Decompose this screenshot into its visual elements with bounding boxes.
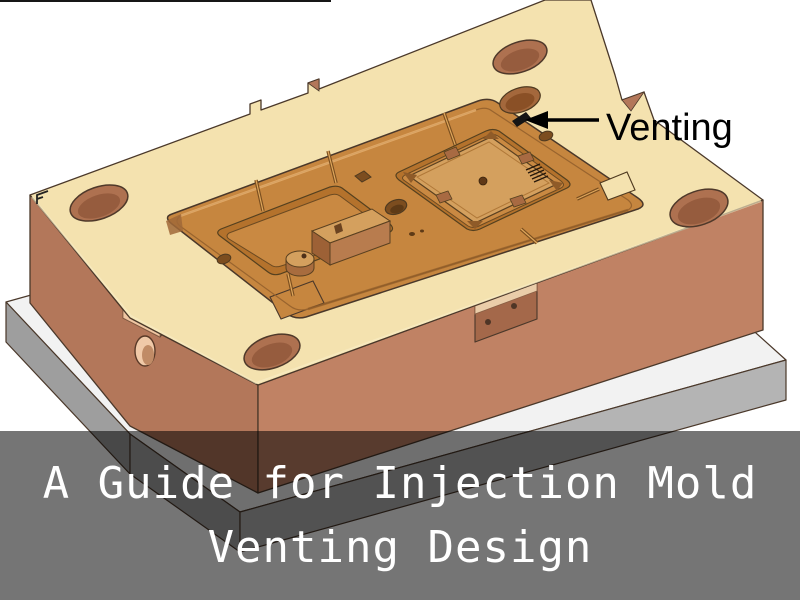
right-cavity-center-hole [478,176,488,186]
pocket-west-wall [166,214,183,235]
boss-top [285,250,315,268]
floor-debris-2 [420,229,424,233]
right-face-notch-hole-1 [485,319,491,325]
right-face-notch-hole-2 [511,303,517,309]
banner-title-line-2: Venting Design [207,521,593,573]
plateau-vent-tabs [435,146,535,208]
bolt-hole-bottom-left-shadow [251,342,293,368]
right-cavity-plateau-line [416,141,550,219]
floor-square-hole [354,170,372,183]
rim-counterbore-shadow [505,92,535,112]
bolt-hole-top-left-shadow [77,193,121,219]
core-block-slot [334,223,343,234]
venting-label: Venting [606,107,733,149]
venting-arrow-head-icon [525,111,548,129]
vent-slot [512,112,531,127]
datum-mark [36,190,49,204]
boss-hole [301,253,307,259]
left-face-hole-shadow [142,345,154,365]
vent-texture [525,163,549,183]
pocket-rim-highlight [179,108,477,218]
pocket-rim-shadow [307,208,629,311]
venting-annotation: Venting [525,107,733,149]
left-cavity-hole [216,253,232,265]
plateau-gussets [403,131,563,229]
title-banner: A Guide for Injection Mold Venting Desig… [0,431,800,600]
pocket-east-notch [599,171,636,201]
floor-small-hole-ne [538,130,554,142]
floor-debris-1 [409,232,415,236]
core-block-left-face [311,230,331,266]
back-notch-copper-1 [307,78,320,92]
back-notch-copper-2 [621,91,646,112]
runner-channel-highlights [255,112,600,297]
bolt-hole-top-right-shadow [500,48,540,72]
floor-round-hole-shadow [390,204,404,214]
bolt-hole-bottom-right-shadow [677,197,721,225]
banner-title-line-1: A Guide for Injection Mold [42,457,758,509]
front-edge-highlight [31,196,762,385]
bolt-holes [69,39,729,371]
cavity-pocket [166,98,644,320]
